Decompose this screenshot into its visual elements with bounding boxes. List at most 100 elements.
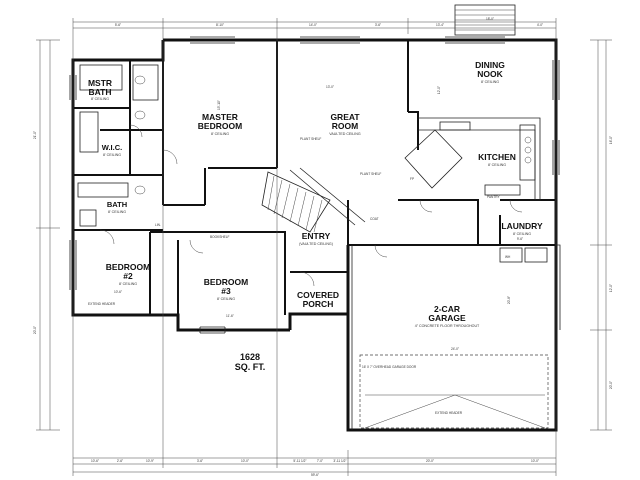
bath-label: BATH bbox=[107, 200, 127, 209]
dim-int-2: 13'-0" bbox=[326, 85, 334, 89]
master-bath-label-2: BATH bbox=[89, 87, 112, 97]
note-plant-shelf-2: PLANT SHELF bbox=[360, 172, 381, 176]
windows bbox=[69, 4, 560, 334]
dim-top-1: 5'-6" bbox=[115, 23, 121, 27]
dining-nook-label-2: NOOK bbox=[477, 69, 503, 79]
room-bedroom-3: BEDROOM #3 8' CEILING bbox=[204, 277, 248, 301]
wic-ceiling: 8' CEILING bbox=[103, 153, 121, 157]
room-laundry: LAUNDRY 8' CEILING bbox=[501, 221, 543, 236]
dim-bottom-10: 10'-0" bbox=[531, 459, 539, 463]
entry-ceiling: (VAULTED CEILING) bbox=[299, 242, 333, 246]
room-garage: 2-CAR GARAGE 4" CONCRETE FLOOR THROUGHOU… bbox=[415, 304, 480, 328]
bath-fixtures bbox=[77, 64, 159, 227]
dim-bottom-2: 2'-6" bbox=[117, 459, 123, 463]
master-bedroom-label-2: BEDROOM bbox=[198, 121, 242, 131]
room-dining-nook: DINING NOOK 8' CEILING bbox=[475, 60, 505, 84]
kitchen-cabinets bbox=[404, 117, 541, 201]
master-bedroom-ceiling: 8' CEILING bbox=[211, 132, 229, 136]
master-bath-label-1: MSTR bbox=[88, 78, 112, 88]
bedroom2-ceiling: 8' CEILING bbox=[119, 282, 137, 286]
covered-porch-label-2: PORCH bbox=[303, 299, 334, 309]
room-kitchen: KITCHEN 8' CEILING bbox=[478, 152, 516, 167]
dim-total: 59'-6" bbox=[311, 473, 319, 477]
note-coat: COAT bbox=[370, 217, 379, 221]
dim-int-6: 9'-6" bbox=[517, 237, 523, 241]
bedroom2-label-2: #2 bbox=[123, 271, 133, 281]
room-master-bedroom: MASTER BEDROOM 8' CEILING bbox=[198, 112, 242, 136]
dim-int-7: 24'-0" bbox=[451, 347, 459, 351]
covered-porch-label-1: COVERED bbox=[297, 290, 339, 300]
dim-bottom-9: 20'-0" bbox=[426, 459, 434, 463]
note-extend-header: EXTEND HEADER bbox=[88, 302, 116, 306]
dim-int-5: 11'-6" bbox=[226, 314, 234, 318]
master-bedroom-label-1: MASTER bbox=[202, 112, 238, 122]
dim-int-1: 15'-10" bbox=[217, 100, 221, 110]
bath-ceiling: 8' CEILING bbox=[108, 210, 126, 214]
note-bookshelf: BOOKSHELF bbox=[210, 235, 230, 239]
dim-bottom-1: 10'-6" bbox=[91, 459, 99, 463]
note-fireplace: FP bbox=[410, 177, 414, 181]
great-room-ceiling: VAULTED CEILING bbox=[329, 132, 361, 136]
bedroom2-label-1: BEDROOM bbox=[106, 262, 150, 272]
dim-int-4: 10'-6" bbox=[114, 290, 122, 294]
dimension-top: 5'-6" 8'-10" 14'-0" 3'-6" 13'-4" 18'-0" … bbox=[115, 17, 543, 27]
interior-walls bbox=[73, 40, 556, 330]
dim-int-8: 20'-8" bbox=[507, 296, 511, 304]
note-water-heater: WH bbox=[505, 255, 511, 259]
note-linen: LIN. bbox=[155, 223, 161, 227]
dim-top-7: 4'-0" bbox=[537, 23, 543, 27]
dim-top-2: 8'-10" bbox=[216, 23, 224, 27]
stair bbox=[204, 167, 366, 233]
area-value: 1628 bbox=[240, 352, 260, 362]
dim-bottom-4: 3'-6" bbox=[197, 459, 203, 463]
room-covered-porch: COVERED PORCH bbox=[297, 290, 339, 309]
dimension-sides: 21'-0" 20'-0" 16'-0" 12'-0" 20'-0" bbox=[33, 131, 613, 389]
note-pantry: PANTRY bbox=[487, 195, 501, 199]
dim-bottom-7: 7'-0" bbox=[317, 459, 323, 463]
room-great-room: GREAT ROOM VAULTED CEILING bbox=[329, 112, 361, 136]
wic-label: W.I.C. bbox=[102, 143, 122, 152]
master-bath-ceiling: 8' CEILING bbox=[91, 97, 109, 101]
note-overhead-door: 16' X 7' OVERHEAD GARAGE DOOR bbox=[362, 365, 417, 369]
laundry-ceiling: 8' CEILING bbox=[513, 232, 531, 236]
dim-left-2: 20'-0" bbox=[33, 326, 37, 334]
dimension-lines bbox=[36, 18, 612, 476]
dim-bottom-3: 10'-9" bbox=[146, 459, 154, 463]
bedroom3-ceiling: 8' CEILING bbox=[217, 297, 235, 301]
dim-right-3: 20'-0" bbox=[609, 381, 613, 389]
room-entry: ENTRY (VAULTED CEILING) bbox=[299, 231, 333, 246]
garage-note: 4" CONCRETE FLOOR THROUGHOUT bbox=[415, 324, 480, 328]
note-plant-shelf: PLANT SHELF bbox=[300, 137, 321, 141]
dim-left-1: 21'-0" bbox=[33, 131, 37, 139]
room-bath: BATH 8' CEILING bbox=[107, 200, 127, 214]
dim-top-3: 14'-0" bbox=[309, 23, 317, 27]
kitchen-label: KITCHEN bbox=[478, 152, 516, 162]
great-room-label-1: GREAT bbox=[330, 112, 360, 122]
area-unit: SQ. FT. bbox=[235, 362, 266, 372]
kitchen-ceiling: 8' CEILING bbox=[488, 163, 506, 167]
note-extend-header-2: EXTEND HEADER bbox=[435, 411, 463, 415]
room-master-bath: MSTR BATH 8' CEILING bbox=[88, 78, 112, 101]
dim-bottom-5: 10'-0" bbox=[241, 459, 249, 463]
laundry-label: LAUNDRY bbox=[501, 221, 543, 231]
dim-top-6: 18'-0" bbox=[486, 17, 494, 21]
bedroom3-label-2: #3 bbox=[221, 286, 231, 296]
garage-label-2: GARAGE bbox=[428, 313, 466, 323]
dim-top-5: 13'-4" bbox=[436, 23, 444, 27]
dimension-bottom: 10'-6" 2'-6" 10'-9" 3'-6" 10'-0" 5'-11 1… bbox=[91, 459, 539, 477]
total-area: 1628 SQ. FT. bbox=[235, 352, 266, 372]
doors bbox=[99, 124, 523, 287]
dim-top-4: 3'-6" bbox=[375, 23, 381, 27]
dim-right-1: 16'-0" bbox=[609, 136, 613, 144]
entry-label: ENTRY bbox=[302, 231, 331, 241]
dim-bottom-8: 3'-11 1/2" bbox=[333, 459, 346, 463]
great-room-label-2: ROOM bbox=[332, 121, 358, 131]
dim-int-3: 12'-0" bbox=[437, 86, 441, 94]
annotations: PLANT SHELF PLANT SHELF COAT LIN. PANTRY… bbox=[88, 137, 511, 415]
bedroom3-label-1: BEDROOM bbox=[204, 277, 248, 287]
dimension-interior: 15'-10" 13'-0" 12'-0" 10'-6" 11'-6" 9'-6… bbox=[114, 85, 523, 351]
dining-nook-ceiling: 8' CEILING bbox=[481, 80, 499, 84]
dim-bottom-6: 5'-11 1/2" bbox=[293, 459, 306, 463]
garage-details bbox=[351, 245, 549, 430]
